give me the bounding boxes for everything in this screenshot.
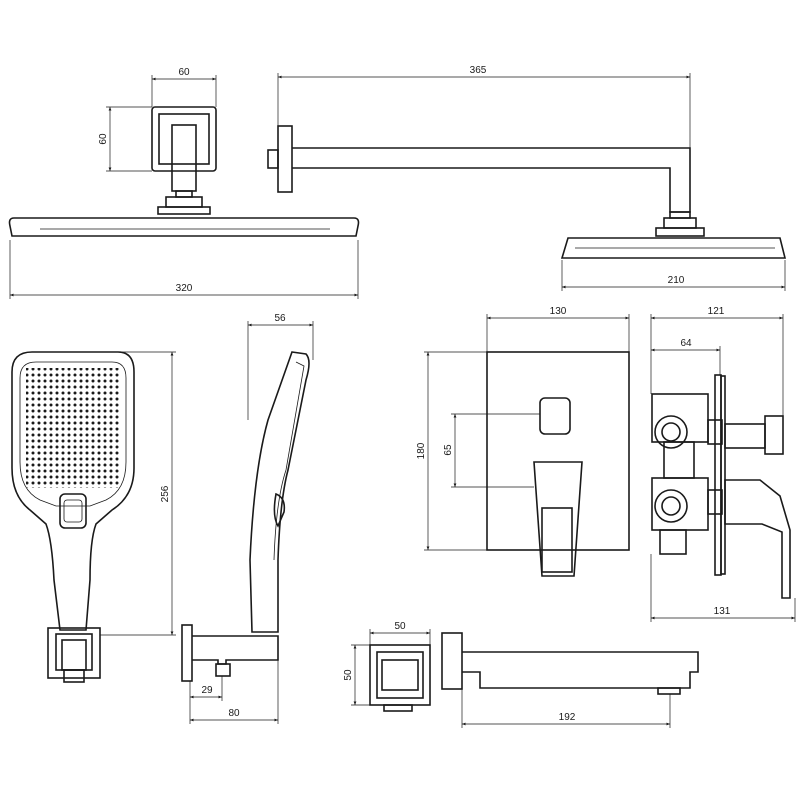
dim-label-arm-flange-width: 60 [178, 67, 190, 78]
dim-label-hand-shower-depth: 56 [274, 313, 286, 324]
dim-label-rain-head-width: 320 [176, 283, 193, 294]
dim-label-valve-body-depth: 64 [680, 338, 692, 349]
rain-head-front-view [8, 106, 360, 237]
dim-label-diverter-offset: 65 [443, 444, 454, 456]
dim-label-spout-length: 192 [559, 712, 576, 723]
dim-label-valve-overall-depth: 131 [714, 606, 731, 617]
dim-label-plate-width: 130 [550, 306, 567, 317]
dimension-lines [9, 73, 796, 728]
dim-label-arm-length: 365 [470, 65, 487, 76]
hand-shower-front-view [11, 351, 135, 683]
mixer-plate-front-view [486, 351, 630, 577]
valve-side-view [651, 374, 791, 599]
dim-label-hand-shower-length: 256 [160, 485, 171, 502]
hand-shower-side-view [181, 351, 310, 682]
dim-label-valve-total-depth: 121 [708, 306, 725, 317]
shower-arm-side-view [267, 125, 787, 259]
spray-nozzles [26, 368, 120, 488]
dim-label-arm-flange-height: 60 [98, 133, 109, 145]
dim-label-holder-projection: 80 [228, 708, 240, 719]
dim-label-plate-height: 180 [416, 442, 427, 459]
dim-label-rain-head-depth: 210 [668, 275, 685, 286]
dim-label-spout-flange-width: 50 [394, 621, 406, 632]
dim-label-spout-flange-height: 50 [343, 669, 354, 681]
spout-views [369, 632, 699, 712]
dim-label-holder-offset: 29 [201, 685, 213, 696]
